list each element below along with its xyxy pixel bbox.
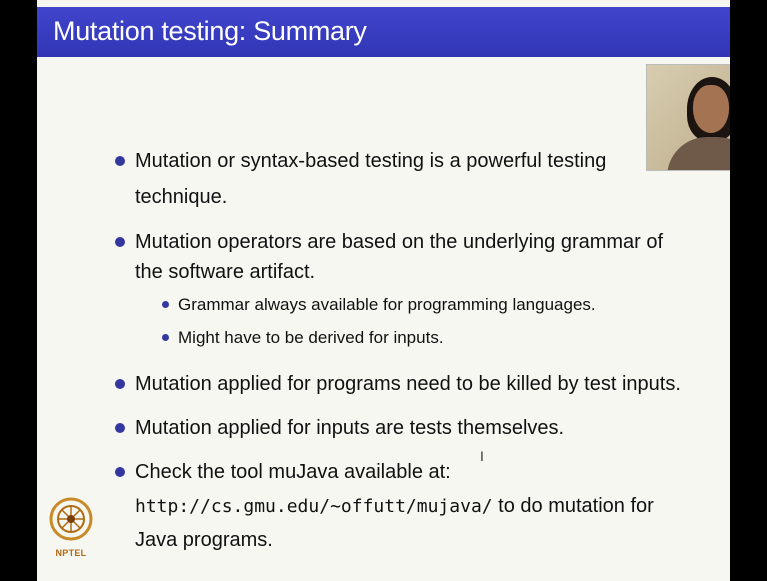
nptel-logo-text: NPTEL	[55, 548, 87, 558]
slide-content: Mutation or syntax-based testing is a po…	[37, 0, 730, 581]
sub-bullet-marker	[162, 334, 169, 341]
bullet-marker	[115, 156, 125, 166]
nptel-logo-icon	[47, 495, 95, 565]
bullet-marker	[115, 379, 125, 389]
bullet-marker	[115, 467, 125, 477]
bullet-marker	[115, 423, 125, 433]
bullet-marker	[115, 237, 125, 247]
bullet-2-line-2: the software artifact.	[135, 261, 316, 283]
bullet-4-line-1: Mutation applied for inputs are tests th…	[135, 417, 565, 439]
bullet-5-line-2: http://cs.gmu.edu/∼offutt/mujava/ to do …	[135, 490, 695, 523]
bullet-5-line-3: Java programs.	[135, 529, 273, 551]
sub-bullet-2: Might have to be derived for inputs.	[178, 328, 444, 347]
bullet-3-line-1: Mutation applied for programs need to be…	[135, 373, 681, 395]
mujava-url: http://cs.gmu.edu/∼offutt/mujava/	[135, 496, 493, 517]
sub-bullet-1: Grammar always available for programming…	[178, 295, 596, 314]
sub-bullet-marker	[162, 301, 169, 308]
bullet-2-line-1: Mutation operators are based on the unde…	[135, 231, 664, 253]
slide: Mutation testing: Summary Mutation or sy…	[37, 0, 730, 581]
bullet-5-line-1: Check the tool muJava available at:	[135, 461, 451, 483]
webcam-video-feed	[646, 64, 730, 171]
text-cursor-icon: I	[480, 448, 484, 464]
title-bar: Mutation testing: Summary	[37, 7, 730, 57]
bullet-5-suffix: to do mutation for	[492, 495, 654, 517]
bullet-1-line-1: Mutation or syntax-based testing is a po…	[135, 150, 607, 172]
bullet-1-line-2: technique.	[135, 186, 228, 208]
slide-title: Mutation testing: Summary	[53, 16, 367, 46]
